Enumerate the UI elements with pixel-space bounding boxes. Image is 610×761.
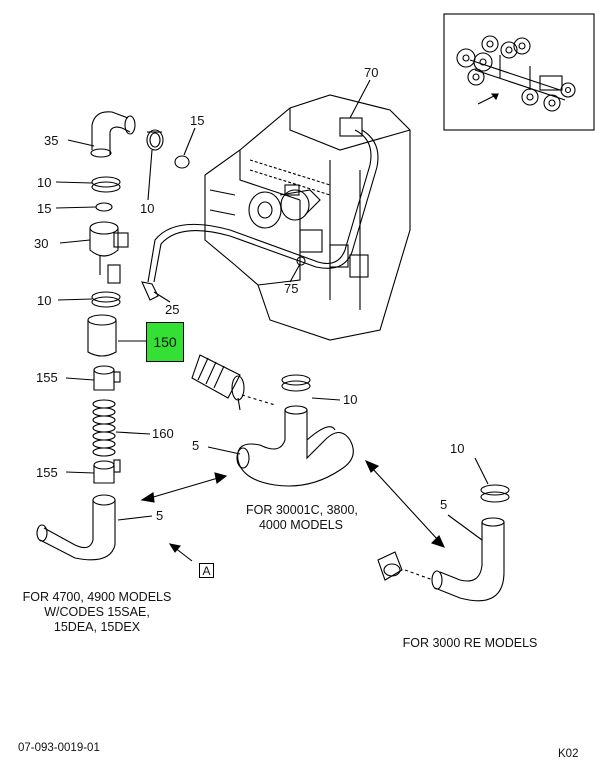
caption-4700-line2: W/CODES 15SAE, (44, 605, 150, 619)
clamp-10-c (91, 291, 121, 308)
callout-10-right: 10 (450, 441, 465, 456)
clamp-10-mid (281, 374, 311, 392)
caption-30001c-line2: 4000 MODELS (258, 518, 344, 532)
caption-30001c: FOR 30001C, 3800, 4000 MODELS (246, 503, 358, 533)
pipe-5-right (431, 517, 505, 602)
engine-block (204, 94, 411, 341)
double-arrow-right (364, 459, 446, 548)
oring-15-left (95, 202, 113, 212)
sheet-code: K02 (558, 748, 579, 760)
valve-30 (89, 221, 129, 284)
leader-dash-1 (241, 394, 276, 406)
callout-5-mid: 5 (192, 438, 200, 453)
caption-4700-line3: 15DEA, 15DEX (53, 620, 141, 634)
callout-10-top: 10 (140, 201, 155, 216)
callout-15-right: 15 (190, 113, 205, 128)
hose-150 (87, 314, 117, 357)
callout-10-mid: 10 (343, 392, 358, 407)
caption-3000re: FOR 3000 RE MODELS (402, 636, 538, 650)
clamp-10-right (480, 484, 510, 503)
clamp-10-top (146, 129, 164, 151)
oring-15-right (174, 155, 190, 169)
caption-4700: FOR 4700, 4900 MODELS W/CODES 15SAE, 15D… (18, 590, 176, 635)
drawing-number: 07-093-0019-01 (18, 742, 100, 754)
callout-70: 70 (364, 65, 379, 80)
clip-right (377, 551, 403, 581)
callout-155-a: 155 (36, 370, 58, 385)
callout-10-c: 10 (37, 293, 52, 308)
callout-5-left: 5 (156, 508, 164, 523)
caption-30001c-line1: FOR 30001C, 3800, (246, 503, 358, 517)
view-marker-a: A (199, 563, 214, 578)
leader-lines (55, 79, 489, 541)
callout-160: 160 (152, 426, 174, 441)
callout-30: 30 (34, 236, 49, 251)
corrugated-hose-right (191, 354, 245, 411)
callout-15-left: 15 (37, 201, 52, 216)
corrugated-160 (92, 399, 116, 457)
callout-10-a: 10 (37, 175, 52, 190)
double-arrow-left (140, 472, 228, 503)
leader-dash-2 (404, 569, 434, 581)
breather-tube (141, 129, 379, 301)
pipe-5-mid (236, 405, 354, 487)
clamp-10-a (91, 176, 121, 193)
callout-35: 35 (44, 133, 59, 148)
callout-75: 75 (284, 281, 299, 296)
elbow-35 (90, 111, 136, 158)
inset-chassis-view (443, 13, 595, 131)
callout-5-right: 5 (440, 497, 448, 512)
view-arrow (168, 543, 193, 562)
adapter-155-b (93, 459, 121, 484)
adapter-155-a (93, 365, 121, 391)
elbow-pipe-5-left (36, 494, 116, 561)
callout-25: 25 (165, 302, 180, 317)
callout-155-b: 155 (36, 465, 58, 480)
callout-150-highlight[interactable]: 150 (146, 322, 184, 362)
caption-4700-line1: FOR 4700, 4900 MODELS (22, 590, 172, 604)
